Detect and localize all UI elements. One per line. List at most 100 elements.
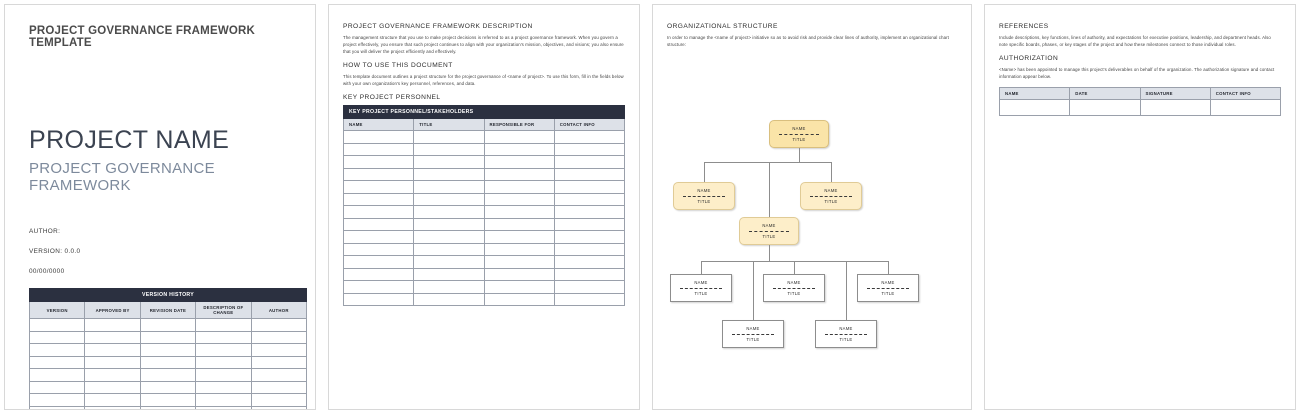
table-cell[interactable] — [553, 180, 626, 194]
table-cell[interactable] — [342, 267, 415, 282]
table-cell[interactable] — [195, 368, 252, 382]
table-cell[interactable] — [250, 343, 308, 357]
table-cell[interactable] — [342, 217, 415, 232]
table-cell[interactable] — [342, 292, 415, 307]
table-cell[interactable] — [84, 355, 141, 370]
table-cell[interactable] — [342, 167, 415, 182]
table-row[interactable] — [342, 167, 626, 182]
table-cell[interactable] — [413, 217, 485, 232]
table-cell[interactable] — [483, 267, 555, 282]
table-cell[interactable] — [84, 393, 141, 407]
table-cell[interactable] — [139, 405, 197, 409]
table-cell[interactable] — [342, 142, 415, 157]
table-cell[interactable] — [483, 192, 555, 207]
table-cell[interactable] — [413, 192, 485, 207]
table-cell[interactable] — [342, 255, 415, 269]
table-row[interactable] — [342, 205, 626, 219]
table-cell[interactable] — [139, 368, 197, 382]
table-cell[interactable] — [250, 330, 308, 345]
table-cell[interactable] — [84, 318, 141, 332]
table-cell[interactable] — [195, 405, 252, 409]
table-row[interactable] — [28, 318, 308, 332]
table-cell[interactable] — [998, 99, 1071, 117]
table-cell[interactable] — [553, 267, 626, 282]
table-cell[interactable] — [413, 242, 485, 257]
table-row[interactable] — [28, 393, 308, 407]
table-row[interactable] — [342, 192, 626, 207]
table-cell[interactable] — [84, 368, 141, 382]
table-row[interactable] — [342, 242, 626, 257]
table-row[interactable] — [28, 343, 308, 357]
table-cell[interactable] — [553, 255, 626, 269]
table-cell[interactable] — [413, 205, 485, 219]
table-cell[interactable] — [139, 393, 197, 407]
table-cell[interactable] — [28, 330, 86, 345]
table-cell[interactable] — [413, 280, 485, 294]
table-cell[interactable] — [1209, 99, 1282, 117]
table-cell[interactable] — [342, 230, 415, 244]
table-cell[interactable] — [250, 355, 308, 370]
table-cell[interactable] — [413, 267, 485, 282]
table-row[interactable] — [28, 368, 308, 382]
table-cell[interactable] — [413, 180, 485, 194]
table-row[interactable] — [28, 380, 308, 395]
table-row[interactable] — [342, 217, 626, 232]
table-row[interactable] — [998, 99, 1282, 117]
table-cell[interactable] — [1069, 99, 1141, 117]
table-cell[interactable] — [553, 192, 626, 207]
table-cell[interactable] — [483, 292, 555, 307]
table-cell[interactable] — [250, 405, 308, 409]
table-cell[interactable] — [413, 292, 485, 307]
table-cell[interactable] — [483, 217, 555, 232]
table-cell[interactable] — [250, 318, 308, 332]
table-cell[interactable] — [28, 380, 86, 395]
table-cell[interactable] — [483, 230, 555, 244]
table-cell[interactable] — [1139, 99, 1211, 117]
table-cell[interactable] — [553, 230, 626, 244]
table-cell[interactable] — [195, 343, 252, 357]
table-cell[interactable] — [553, 217, 626, 232]
table-cell[interactable] — [28, 318, 86, 332]
table-row[interactable] — [28, 355, 308, 370]
table-cell[interactable] — [28, 343, 86, 357]
table-row[interactable] — [342, 267, 626, 282]
table-cell[interactable] — [483, 142, 555, 157]
table-row[interactable] — [342, 180, 626, 194]
table-cell[interactable] — [28, 405, 86, 409]
table-cell[interactable] — [483, 130, 555, 144]
table-cell[interactable] — [342, 192, 415, 207]
table-cell[interactable] — [28, 355, 86, 370]
table-cell[interactable] — [139, 355, 197, 370]
table-cell[interactable] — [413, 255, 485, 269]
table-cell[interactable] — [553, 130, 626, 144]
table-cell[interactable] — [553, 142, 626, 157]
table-cell[interactable] — [342, 155, 415, 169]
table-cell[interactable] — [250, 368, 308, 382]
table-cell[interactable] — [483, 280, 555, 294]
table-cell[interactable] — [195, 355, 252, 370]
table-cell[interactable] — [413, 230, 485, 244]
table-row[interactable] — [342, 280, 626, 294]
table-cell[interactable] — [139, 330, 197, 345]
table-cell[interactable] — [553, 167, 626, 182]
table-cell[interactable] — [28, 368, 86, 382]
table-cell[interactable] — [195, 393, 252, 407]
table-cell[interactable] — [483, 255, 555, 269]
table-cell[interactable] — [483, 205, 555, 219]
table-cell[interactable] — [553, 292, 626, 307]
table-row[interactable] — [342, 130, 626, 144]
table-cell[interactable] — [28, 393, 86, 407]
table-cell[interactable] — [342, 242, 415, 257]
table-row[interactable] — [28, 405, 308, 409]
table-cell[interactable] — [84, 405, 141, 409]
table-cell[interactable] — [483, 180, 555, 194]
table-cell[interactable] — [413, 155, 485, 169]
table-row[interactable] — [342, 155, 626, 169]
